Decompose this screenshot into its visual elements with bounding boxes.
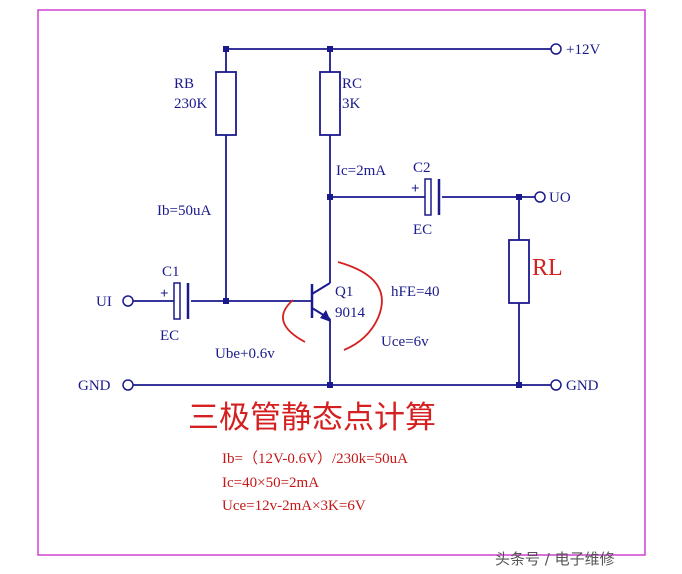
- junction-dot: [223, 46, 229, 52]
- c2-type-label: EC: [413, 222, 432, 238]
- rb-value-label: 230K: [174, 96, 208, 112]
- rc-name-label: RC: [342, 76, 362, 92]
- junction-dot: [223, 298, 229, 304]
- c1-capacitor: [173, 282, 190, 320]
- gnd-right-terminal: [550, 379, 562, 391]
- ib-label: Ib=50uA: [157, 203, 211, 219]
- q1-emitter-arrow: [320, 310, 331, 322]
- gnd-left-label: GND: [78, 378, 111, 394]
- ube-label: Ube+0.6v: [215, 346, 275, 362]
- junction-dot: [327, 46, 333, 52]
- c1-positive-plate: [173, 282, 181, 320]
- c1-plus-sign: +: [160, 286, 169, 302]
- voltage-annotations: [282, 261, 383, 351]
- calc-line-ib: Ib=（12V-0.6V）/230k=50uA: [222, 450, 408, 467]
- uo-terminal: [534, 191, 546, 203]
- resistors: [215, 71, 530, 304]
- uce-label: Uce=6v: [381, 334, 429, 350]
- rb-resistor: [215, 71, 237, 136]
- hfe-label: hFE=40: [391, 284, 439, 300]
- c2-plus-sign: +: [411, 181, 420, 197]
- calc-line-ic: Ic=40×50=2mA: [222, 475, 319, 491]
- ube-arc: [282, 299, 306, 343]
- q1-name-label: Q1: [335, 284, 353, 300]
- gnd-right-label: GND: [566, 378, 599, 394]
- c2-name-label: C2: [413, 160, 431, 176]
- uce-arc: [337, 261, 383, 351]
- junction-dot: [327, 194, 333, 200]
- junction-dot: [516, 382, 522, 388]
- rl-resistor: [508, 239, 530, 304]
- diagram-frame: [37, 9, 646, 556]
- terminals: [122, 43, 562, 391]
- junction-dot: [516, 194, 522, 200]
- vcc-label: +12V: [566, 42, 600, 58]
- rc-resistor: [319, 71, 341, 136]
- junction-dot: [327, 382, 333, 388]
- gnd-left-terminal: [122, 379, 134, 391]
- c1-name-label: C1: [162, 264, 180, 280]
- wires: [133, 48, 551, 386]
- watermark-text: 头条号 / 电子维修: [495, 550, 615, 568]
- q1-collector-lead: [311, 282, 331, 295]
- rb-name-label: RB: [174, 76, 194, 92]
- ui-label: UI: [96, 294, 112, 310]
- diagram-title: 三极管静态点计算: [188, 400, 436, 436]
- vcc-terminal: [550, 43, 562, 55]
- c1-type-label: EC: [160, 328, 179, 344]
- ic-label: Ic=2mA: [336, 163, 386, 179]
- c2-positive-plate: [424, 178, 432, 216]
- calc-line-uce: Uce=12v-2mA×3K=6V: [222, 498, 366, 514]
- rl-label: RL: [532, 255, 563, 281]
- c2-capacitor: [424, 178, 441, 216]
- junctions: [223, 46, 522, 388]
- ui-terminal: [122, 295, 134, 307]
- uo-label: UO: [549, 190, 571, 206]
- q1-model-label: 9014: [335, 305, 366, 321]
- rc-value-label: 3K: [342, 96, 361, 112]
